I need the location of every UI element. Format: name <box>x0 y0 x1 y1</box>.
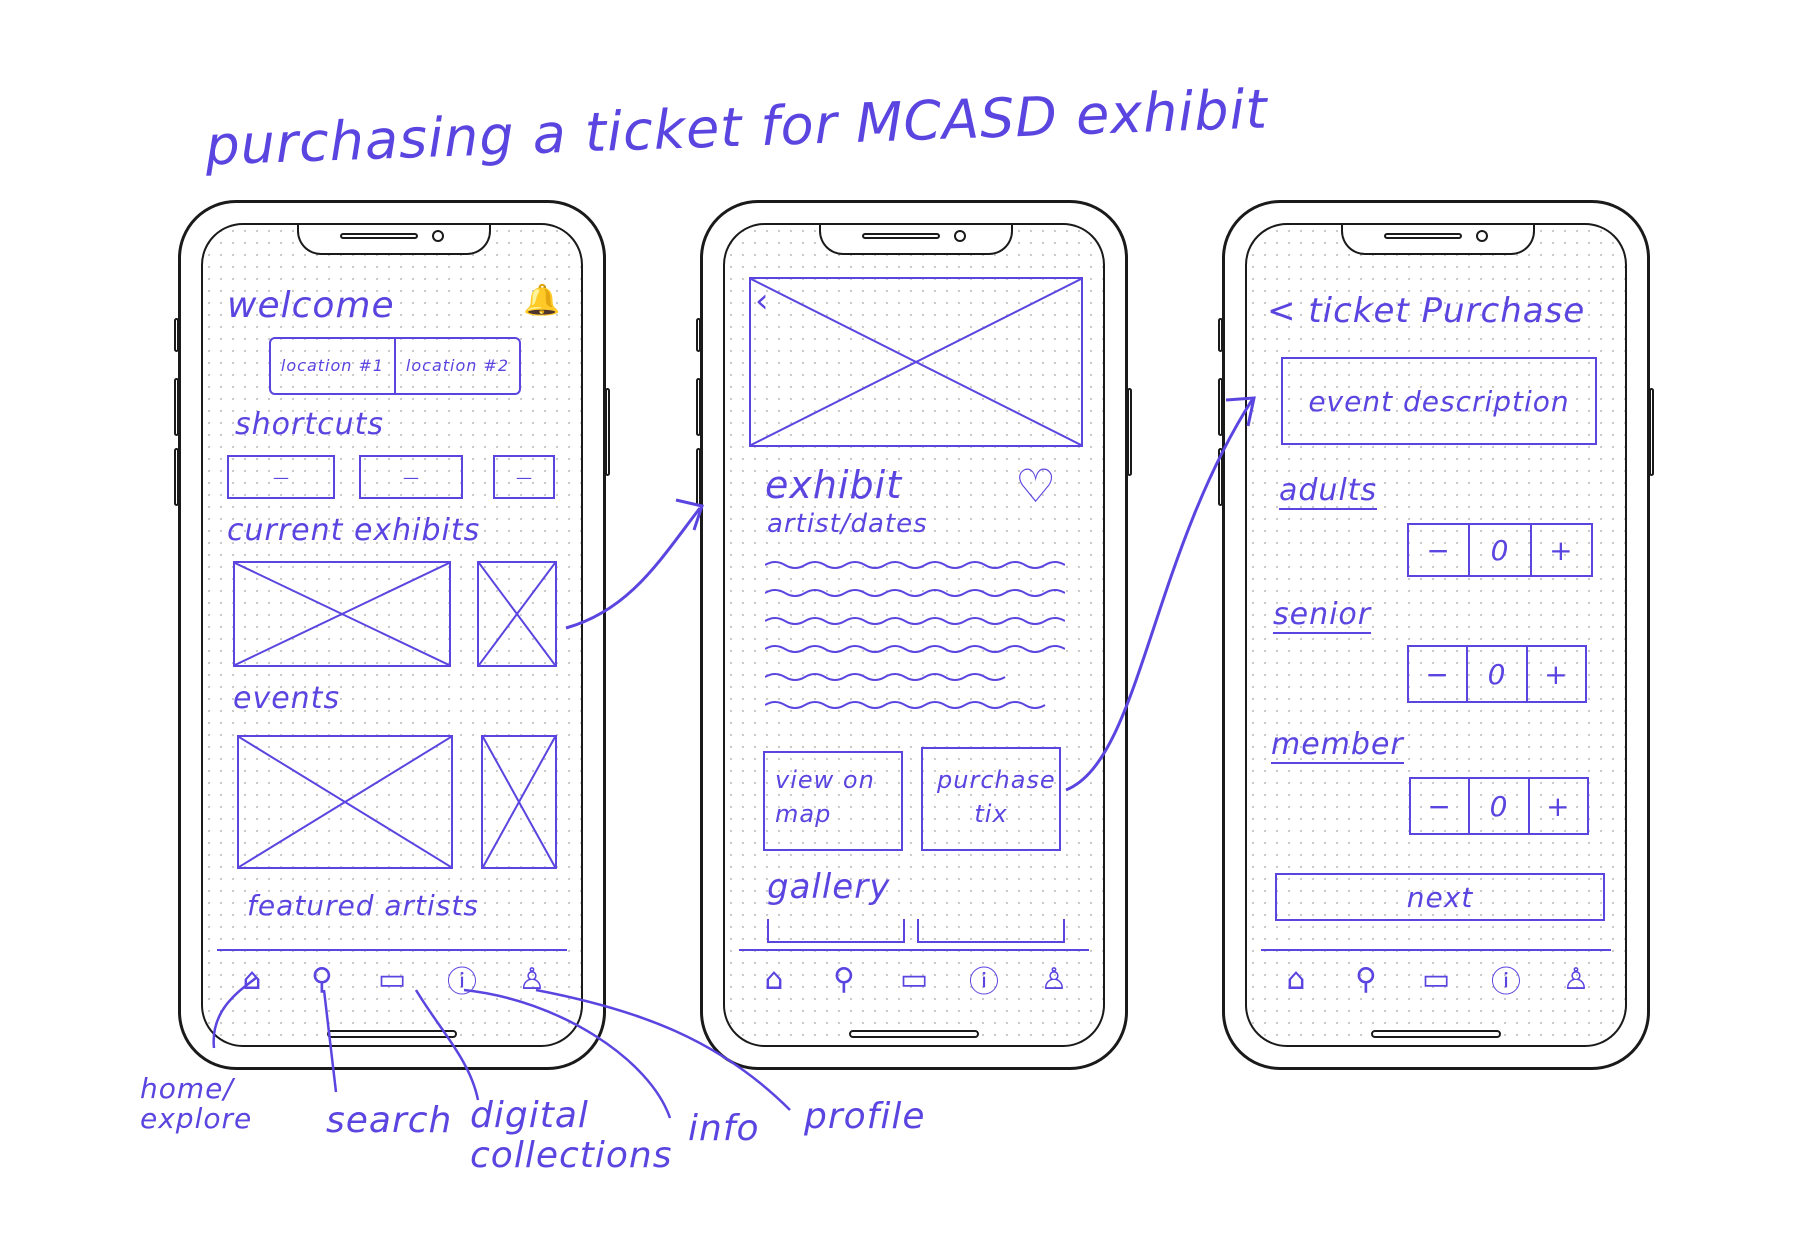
featured-artists-heading: featured artists <box>247 889 479 922</box>
info-note: info <box>688 1108 760 1149</box>
senior-minus-button[interactable]: − <box>1425 657 1450 691</box>
member-stepper: − 0 + <box>1409 777 1589 835</box>
gallery-item-2[interactable] <box>917 919 1065 943</box>
location-1-button[interactable]: location #1 <box>271 339 396 393</box>
gallery-item-1[interactable] <box>767 919 905 943</box>
back-chevron-icon[interactable]: ‹ <box>755 281 769 321</box>
exhibit-card-1[interactable] <box>233 561 451 667</box>
profile-note: profile <box>804 1096 926 1137</box>
phone-ticket-purchase-screen: < ticket Purchase event description adul… <box>1218 200 1654 1070</box>
senior-plus-button[interactable]: + <box>1525 647 1585 701</box>
exhibit-heading: exhibit <box>765 463 903 507</box>
adults-count: 0 <box>1468 525 1529 575</box>
event-card-1[interactable] <box>237 735 453 869</box>
senior-stepper: − 0 + <box>1407 645 1587 703</box>
welcome-heading: welcome <box>227 285 395 326</box>
events-heading: events <box>233 681 341 716</box>
description-placeholder <box>765 561 1065 709</box>
adults-minus-button[interactable]: − <box>1426 533 1451 567</box>
tab-bar: ⌂ ⚲ ▭ ⓘ ♙ <box>1261 949 1611 1007</box>
event-description-box: event description <box>1281 357 1597 445</box>
member-minus-button[interactable]: − <box>1427 789 1452 823</box>
search-icon[interactable]: ⚲ <box>833 961 855 997</box>
adults-stepper: − 0 + <box>1407 523 1593 577</box>
profile-icon[interactable]: ♙ <box>1562 961 1590 997</box>
tab-bar: ⌂ ⚲ ▭ ⓘ ♙ <box>217 949 567 1007</box>
phone-home-screen: welcome 🔔 location #1 location #2 shortc… <box>174 200 610 1070</box>
event-card-2[interactable] <box>481 735 557 869</box>
info-icon[interactable]: ⓘ <box>447 965 477 1000</box>
member-plus-button[interactable]: + <box>1527 779 1587 833</box>
artist-dates-label: artist/dates <box>767 509 928 539</box>
page-title: purchasing a ticket for MCASD exhibit <box>204 77 1269 178</box>
home-explore-note: home/ explore <box>140 1072 253 1135</box>
home-icon[interactable]: ⌂ <box>242 961 262 997</box>
adults-label: adults <box>1279 473 1378 510</box>
collections-icon[interactable]: ▭ <box>377 961 407 997</box>
phone-exhibit-screen: ‹ exhibit ♡ artist/dates view on map pur… <box>696 200 1132 1070</box>
search-icon[interactable]: ⚲ <box>1355 961 1377 997</box>
shortcut-1[interactable]: — <box>227 455 335 499</box>
profile-icon[interactable]: ♙ <box>518 961 546 997</box>
gallery-heading: gallery <box>767 867 891 907</box>
shortcut-2[interactable]: — <box>359 455 463 499</box>
info-icon[interactable]: ⓘ <box>1491 965 1521 1000</box>
current-exhibits-heading: current exhibits <box>227 513 481 548</box>
member-count: 0 <box>1468 779 1527 833</box>
exhibit-card-2[interactable] <box>477 561 557 667</box>
heart-icon[interactable]: ♡ <box>1015 459 1057 513</box>
exhibit-hero-image <box>749 277 1083 447</box>
next-button[interactable]: next <box>1275 873 1605 921</box>
digital-collections-note: digital collections <box>470 1095 673 1176</box>
tab-bar: ⌂ ⚲ ▭ ⓘ ♙ <box>739 949 1089 1007</box>
adults-plus-button[interactable]: + <box>1529 525 1591 575</box>
search-icon[interactable]: ⚲ <box>311 961 333 997</box>
collections-icon[interactable]: ▭ <box>899 961 929 997</box>
home-icon[interactable]: ⌂ <box>764 961 784 997</box>
ticket-purchase-title[interactable]: < ticket Purchase <box>1267 291 1586 331</box>
collections-icon[interactable]: ▭ <box>1421 961 1451 997</box>
location-2-button[interactable]: location #2 <box>405 356 510 375</box>
home-icon[interactable]: ⌂ <box>1286 961 1306 997</box>
purchase-tix-button[interactable]: purchase tix <box>921 747 1061 851</box>
search-note: search <box>326 1100 453 1141</box>
view-on-map-button[interactable]: view on map <box>763 751 903 851</box>
info-icon[interactable]: ⓘ <box>969 965 999 1000</box>
shortcut-3[interactable]: — <box>493 455 555 499</box>
location-toggle: location #1 location #2 <box>269 337 521 395</box>
senior-count: 0 <box>1466 647 1525 701</box>
member-label: member <box>1271 727 1404 764</box>
shortcuts-heading: shortcuts <box>235 407 384 442</box>
profile-icon[interactable]: ♙ <box>1040 961 1068 997</box>
bell-icon[interactable]: 🔔 <box>523 283 561 318</box>
senior-label: senior <box>1273 597 1372 634</box>
